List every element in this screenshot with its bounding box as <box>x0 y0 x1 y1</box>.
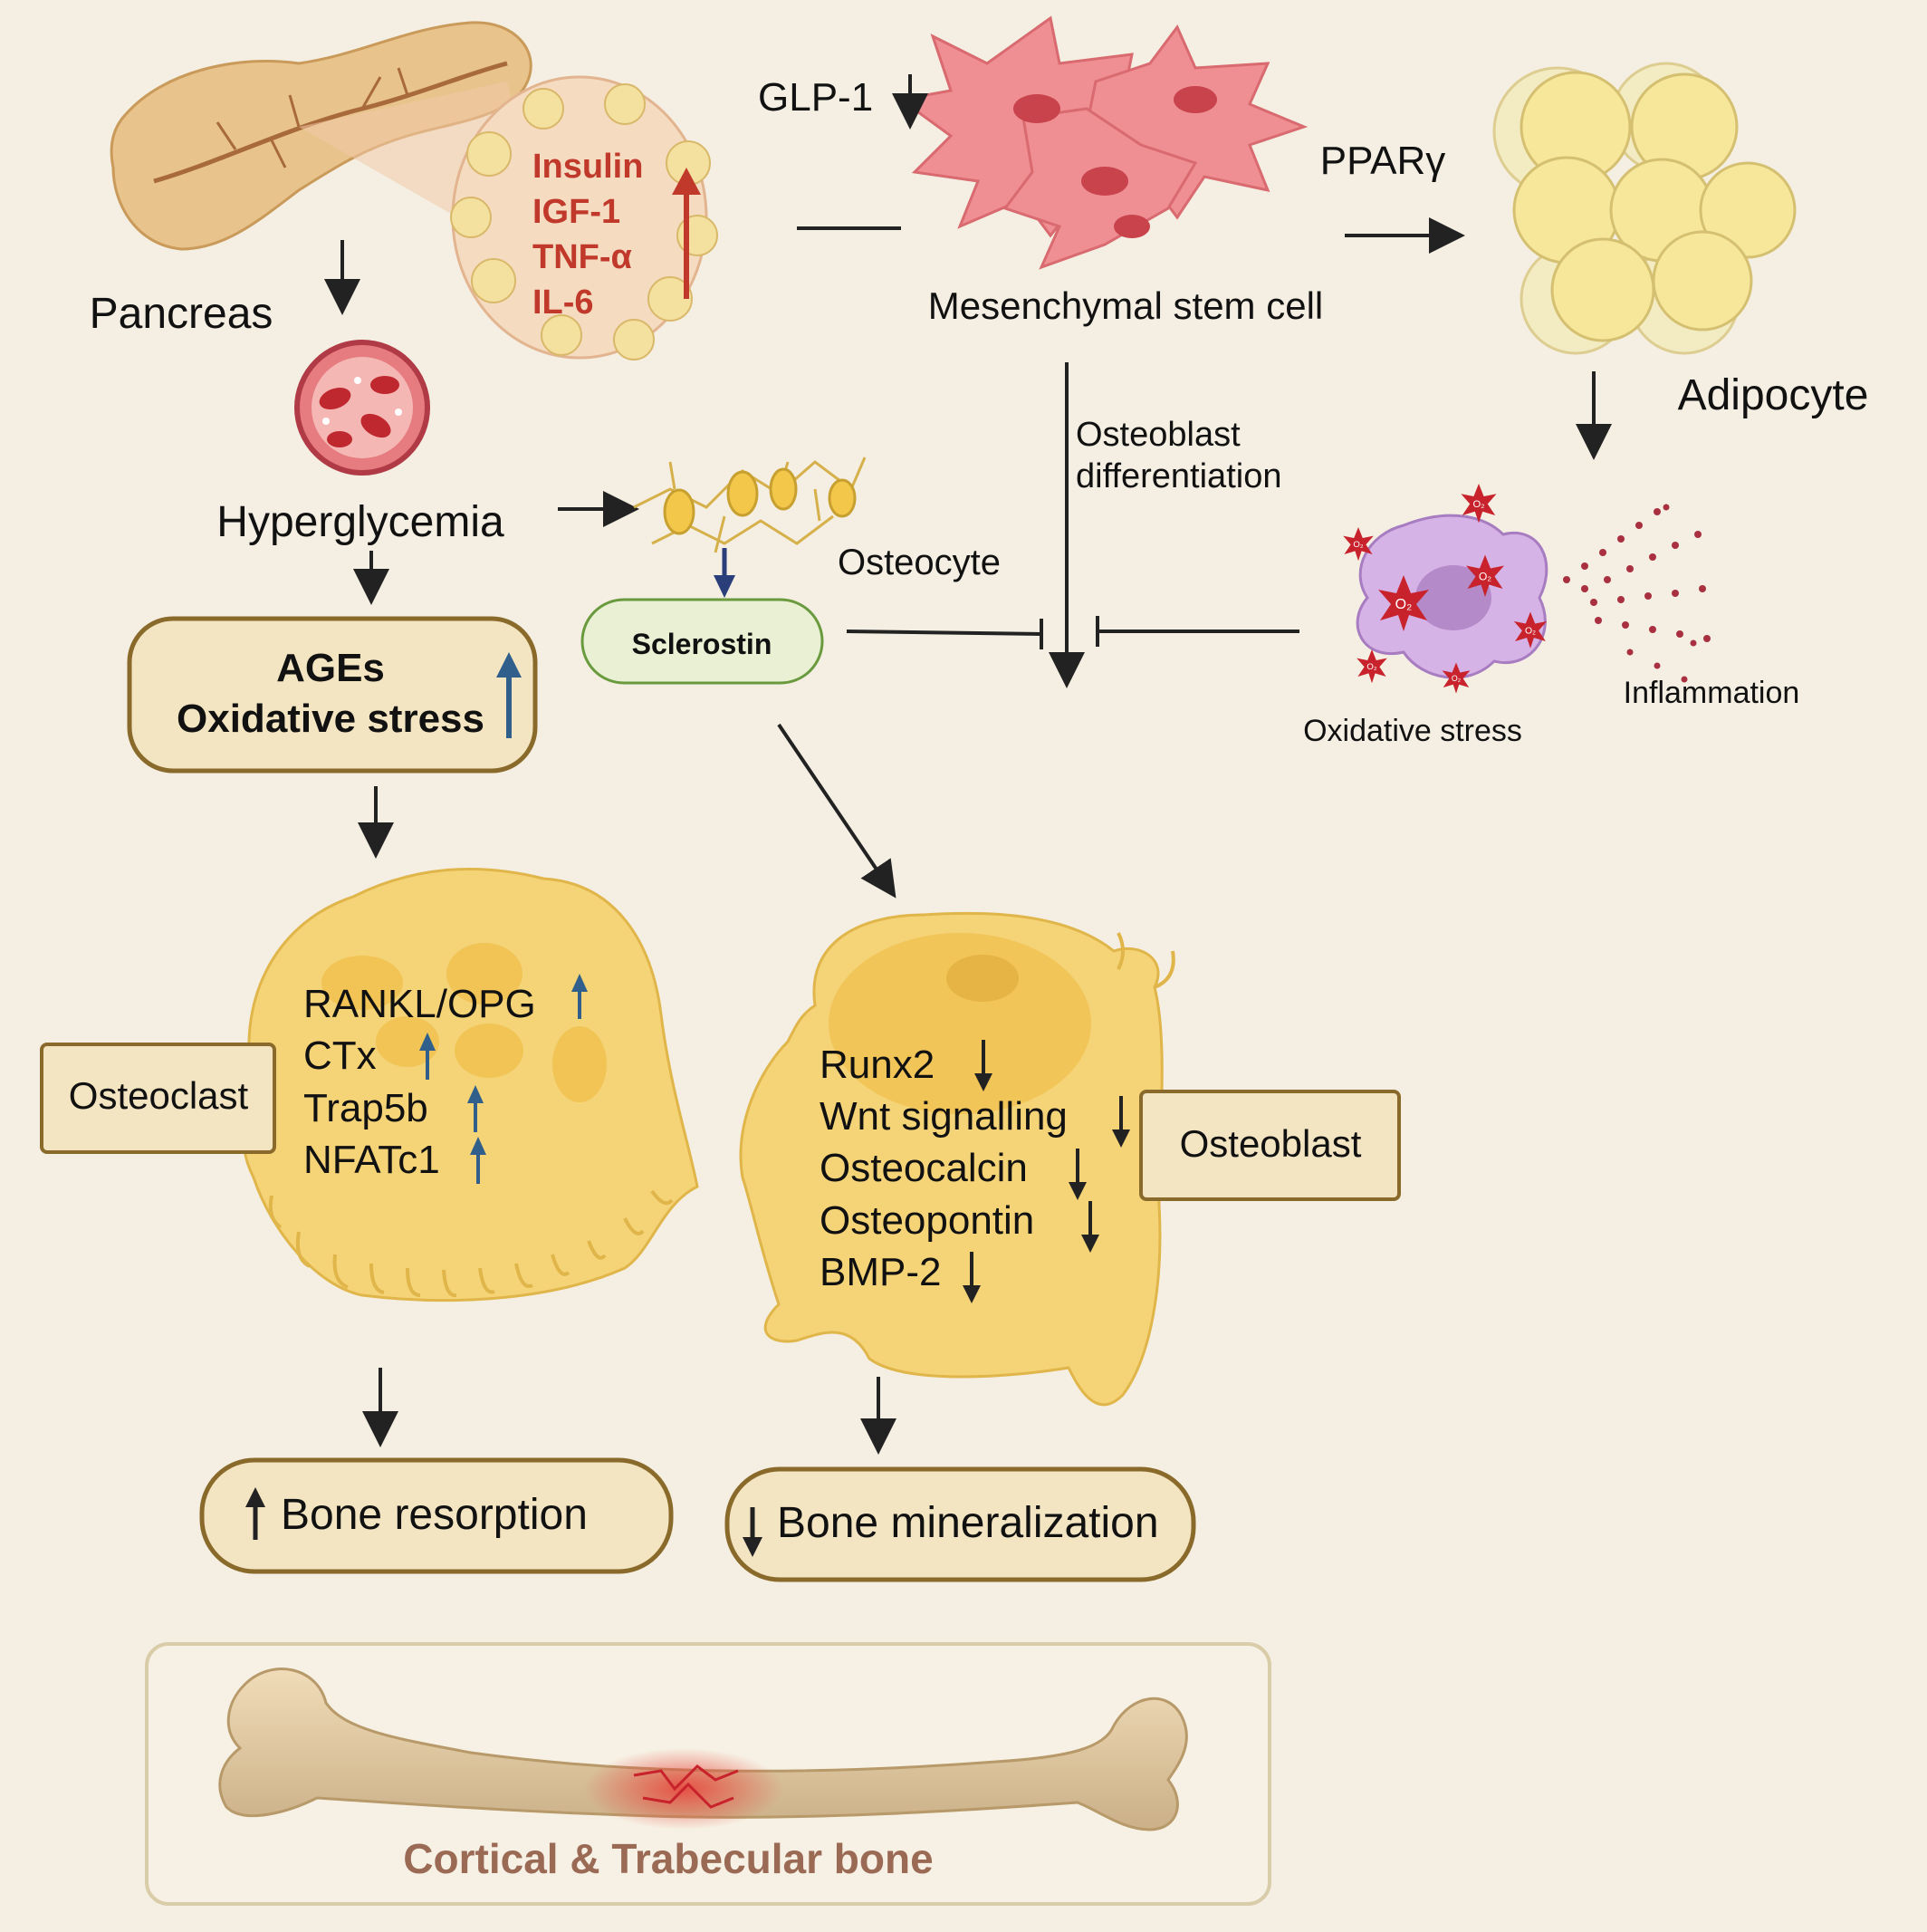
factor-il6: IL-6 <box>532 284 594 322</box>
bone-mineralization-box <box>724 1466 1196 1582</box>
osteoblast-label-box <box>1139 1090 1401 1201</box>
sclerostin-label: Sclerostin <box>632 628 772 660</box>
adipocyte-illustration <box>1492 62 1797 355</box>
adipocyte-label: Adipocyte <box>1678 371 1869 419</box>
msc-label: Mesenchymal stem cell <box>928 284 1323 327</box>
mineralization-down-arrow-icon <box>743 1507 762 1557</box>
blood-vessel-icon <box>294 340 430 476</box>
osteocyte-down-arrow-icon <box>714 548 735 598</box>
factor-insulin: Insulin <box>532 148 643 186</box>
ros-label: O₂ <box>1366 662 1376 672</box>
sclerostin-box <box>580 598 824 685</box>
pparg-label: PPARγ <box>1320 139 1446 183</box>
marker-ctx: CTx <box>303 1033 377 1078</box>
ros-label: O₂ <box>1479 570 1491 582</box>
femur-bone-illustration <box>218 1668 1188 1831</box>
resorption-up-arrow-icon <box>245 1487 265 1540</box>
ob-diff-label-1: Osteoblast <box>1076 416 1241 454</box>
osteoblast-down-arrows-icon <box>963 1040 1130 1303</box>
inflammation-label: Inflammation <box>1624 676 1800 710</box>
osteoclast-up-arrows-icon <box>419 974 588 1184</box>
ros-label: O₂ <box>1353 540 1363 550</box>
marker-osteocalcin: Osteocalcin <box>820 1146 1028 1190</box>
osteoblast-markers-list: Runx2 Wnt signalling Osteocalcin Osteopo… <box>820 1043 1068 1294</box>
hyperglycemia-label: Hyperglycemia <box>216 498 504 546</box>
osteoblast-label: Osteoblast <box>1180 1122 1362 1165</box>
inhibit-oxidative-to-diff <box>1096 616 1299 647</box>
ros-label: O₂ <box>1395 597 1413 612</box>
msc-illustration <box>897 15 1309 270</box>
bone-resorption-label: Bone resorption <box>281 1491 588 1539</box>
marker-osteopontin: Osteopontin <box>820 1198 1034 1243</box>
bone-mineralization-label: Bone mineralization <box>777 1499 1159 1547</box>
ros-label: O₂ <box>1452 674 1461 683</box>
ages-label: AGEs <box>276 646 385 690</box>
osteoclast-label-box <box>40 1043 276 1154</box>
marker-runx2: Runx2 <box>820 1043 935 1087</box>
ros-label: O₂ <box>1525 627 1536 637</box>
osteocyte-illustration <box>633 457 867 553</box>
ages-up-arrow-icon <box>496 652 522 738</box>
osteoclast-cell-illustration <box>242 868 699 1302</box>
marker-nfatc1: NFATc1 <box>303 1138 440 1182</box>
osteocyte-label: Osteocyte <box>838 543 1001 582</box>
marker-trap5b: Trap5b <box>303 1086 428 1130</box>
osteoclast-label: Osteoclast <box>69 1074 249 1117</box>
islet-illustration <box>450 75 718 360</box>
bone-caption: Cortical & Trabecular bone <box>403 1835 933 1882</box>
factor-tnfa: TNF-α <box>532 238 632 276</box>
bone-resorption-box <box>199 1457 674 1574</box>
pancreas-factors-list: Insulin IGF-1 TNF-α IL-6 <box>532 148 643 322</box>
marker-rankl-opg: RANKL/OPG <box>303 982 536 1026</box>
ages-box <box>127 616 538 774</box>
oxidative-stress-label: Oxidative stress <box>1303 714 1522 748</box>
ros-o2-icons: O₂ O₂ O₂ O₂ O₂ O₂ O₂ <box>1343 484 1548 694</box>
ob-diff-label-2: differentiation <box>1076 457 1281 495</box>
inhibit-sclerostin-to-diff <box>846 619 1043 649</box>
ros-label: O₂ <box>1472 499 1484 510</box>
marker-wnt: Wnt signalling <box>820 1094 1068 1139</box>
ages-oxidative-label: Oxidative stress <box>177 697 484 741</box>
arrow-sclerostin-osteoblast <box>777 723 896 899</box>
inflammation-dots-icon <box>1563 504 1711 683</box>
glp1-label: GLP-1 <box>758 75 873 120</box>
marker-bmp2: BMP-2 <box>820 1250 941 1294</box>
factor-igf1: IGF-1 <box>532 193 620 231</box>
osteoclast-markers-list: RANKL/OPG CTx Trap5b NFATc1 <box>303 982 536 1182</box>
pancreas-label: Pancreas <box>90 290 273 338</box>
factors-up-arrow-icon <box>672 168 701 299</box>
osteoblast-cell-illustration <box>739 911 1175 1407</box>
